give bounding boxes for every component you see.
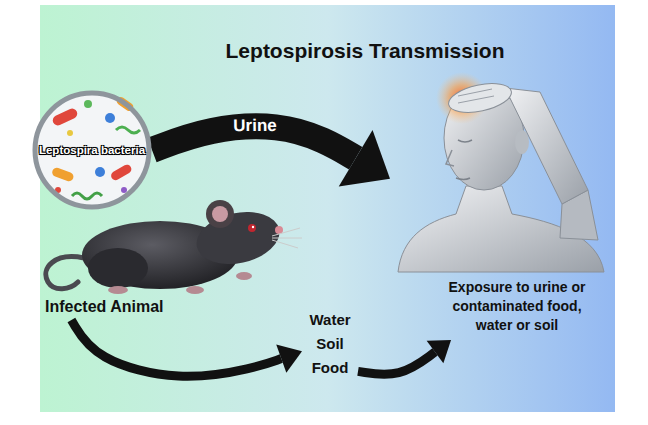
diagram-title: Leptospirosis Transmission <box>190 38 540 64</box>
rat-whisker <box>272 238 302 239</box>
person-eye <box>458 140 472 142</box>
person-hand <box>446 79 514 118</box>
bacterium <box>51 107 79 127</box>
person-illustration <box>398 72 604 272</box>
person-mouth <box>456 178 470 180</box>
node-text: Infected Animal <box>45 298 287 316</box>
rat-foot <box>236 272 252 280</box>
person-finger <box>458 89 492 96</box>
rat-whisker <box>272 228 300 236</box>
person-forearm <box>505 88 588 204</box>
person-nose <box>446 150 454 166</box>
arrow-head <box>427 340 451 363</box>
node-text: Exposure to urine or contaminated food, … <box>437 278 597 335</box>
person-finger <box>458 96 494 103</box>
rat-foot <box>108 286 128 294</box>
edge-label: Urine <box>231 116 281 136</box>
rat-illustration <box>46 200 302 294</box>
rat-eye-highlight <box>252 226 254 228</box>
spirochete <box>72 193 102 199</box>
exposed-person: Exposure to urine or contaminated food, … <box>390 62 608 340</box>
node-text: Water Soil Food <box>302 308 358 380</box>
bacterium <box>84 100 92 108</box>
bacterium <box>109 163 133 182</box>
dish-fill <box>35 93 149 207</box>
arrow-shaft <box>71 320 281 376</box>
rat-whisker <box>272 240 298 248</box>
bacterium <box>51 166 75 182</box>
rat-ear <box>206 200 234 228</box>
rat-haunch <box>88 248 148 288</box>
arrow-head <box>339 130 390 187</box>
rat-eye <box>248 224 256 232</box>
rat-ear-inner <box>212 206 228 222</box>
arrow-head <box>276 344 302 372</box>
rat-head <box>192 205 285 271</box>
infected-animal: Infected Animal <box>42 212 287 320</box>
person-torso <box>398 186 604 272</box>
arrow-shaft <box>358 352 435 374</box>
dish-rim <box>35 93 149 207</box>
bacterium <box>95 167 105 177</box>
rat-foot <box>186 286 204 294</box>
bacterium <box>105 113 115 123</box>
bacteria-dish: Leptospira bacteria <box>32 90 152 210</box>
edge-label-holder: Urine <box>231 116 281 136</box>
background-panel <box>40 5 615 412</box>
flow-arrow <box>71 320 302 376</box>
node-text: Leptospira bacteria <box>39 144 145 156</box>
flow-arrow <box>358 340 451 374</box>
bacterium <box>121 187 127 193</box>
spirochete <box>116 127 140 133</box>
bacterium <box>67 130 73 136</box>
rat-tail <box>46 257 84 289</box>
environment-source: Water Soil Food <box>302 308 358 380</box>
